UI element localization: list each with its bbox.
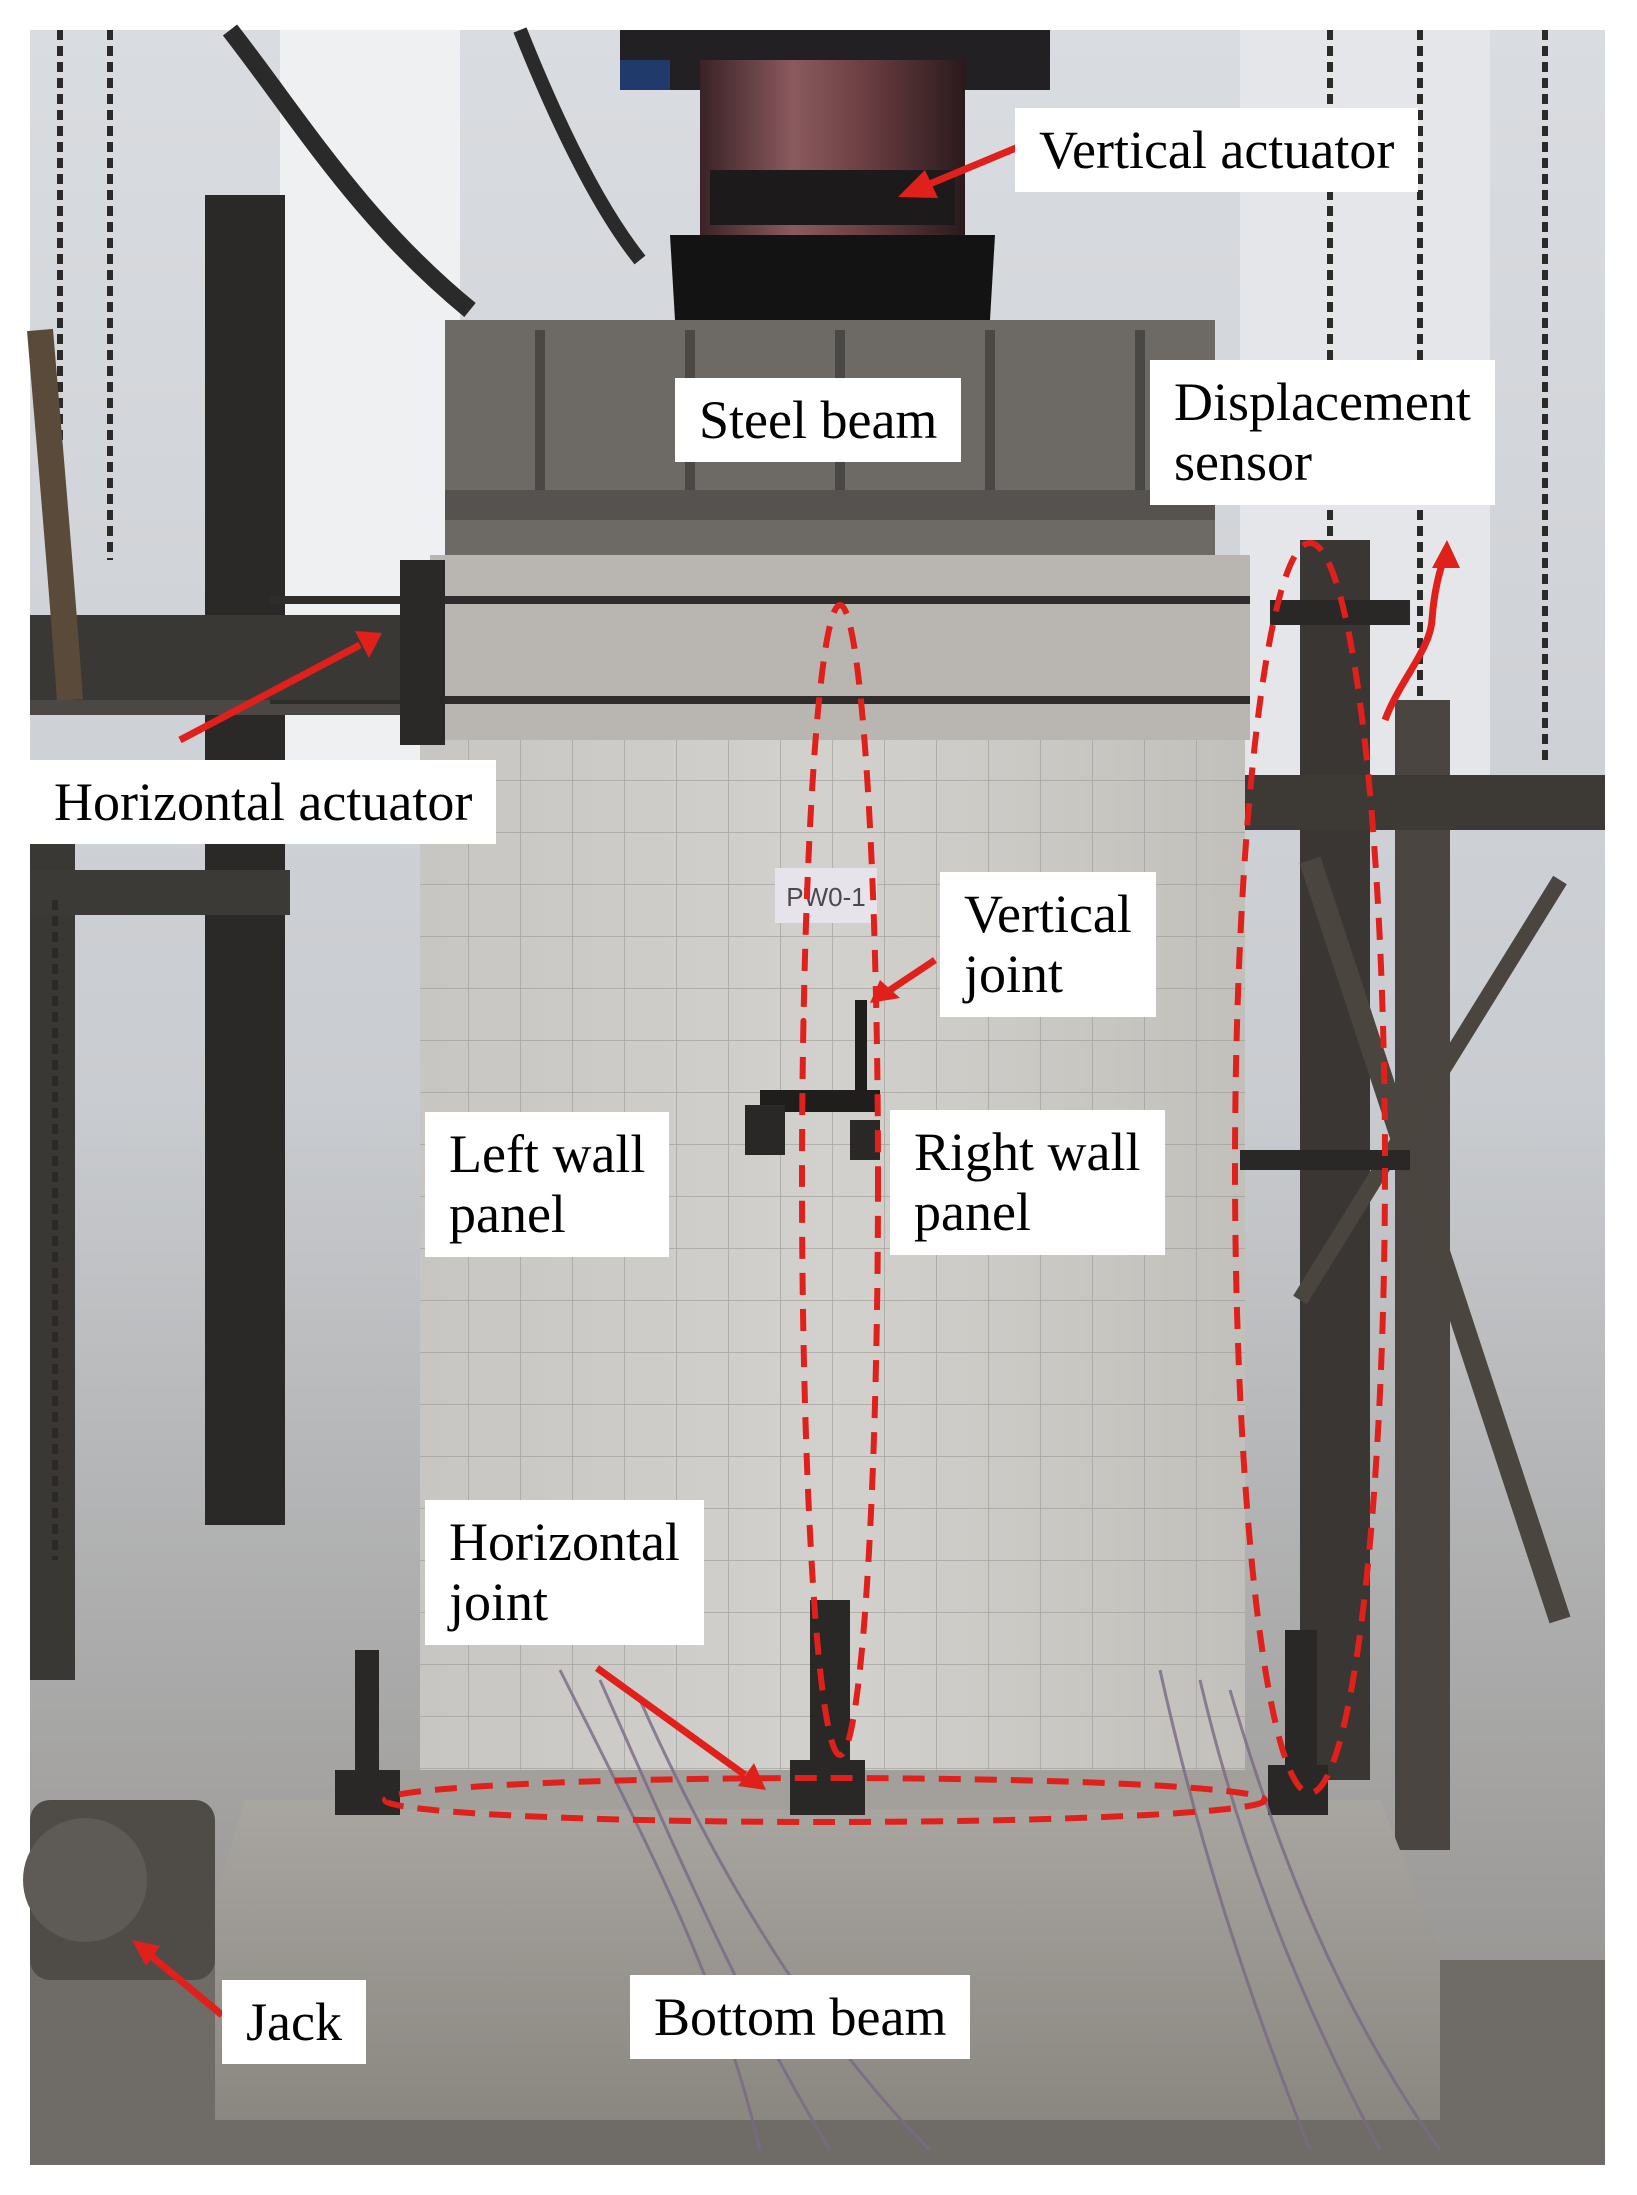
right-frame-brace xyxy=(1299,856,1571,1624)
specimen-tag-text: PW0-1 xyxy=(786,882,865,912)
annotation-overlays xyxy=(382,540,1388,1825)
vertical-actuator-base xyxy=(670,235,995,320)
hydraulic-hose xyxy=(513,27,646,265)
label-vertical-joint-line1: Vertical xyxy=(964,884,1132,944)
label-displacement-sensor: Displacement sensor xyxy=(1150,360,1495,505)
anchor-bolts xyxy=(335,1600,1328,1815)
arrow-vertical-actuator-head xyxy=(898,170,938,198)
label-horizontal-actuator-text: Horizontal actuator xyxy=(54,772,473,832)
bottom-beam xyxy=(215,1800,1440,2120)
arrow-horizontal-actuator-head xyxy=(355,631,382,658)
label-jack: Jack xyxy=(222,1980,366,2065)
vertical-actuator-ring xyxy=(620,60,670,90)
label-vertical-actuator: Vertical actuator xyxy=(1015,108,1419,193)
arrow-jack xyxy=(147,1952,225,2018)
jack-cylinder xyxy=(23,1818,147,1942)
joint-sensor xyxy=(760,1090,880,1112)
label-right-wall-panel-line2: panel xyxy=(914,1182,1031,1243)
arrow-displacement-sensor-head xyxy=(1432,540,1460,568)
arrow-jack-head xyxy=(132,1940,160,1966)
horizontal-joint-outline xyxy=(382,1775,1268,1825)
cap-beam xyxy=(430,555,1250,740)
label-displacement-sensor-line2: sensor xyxy=(1174,432,1312,493)
arrow-horizontal-actuator xyxy=(178,641,362,744)
label-horizontal-actuator: Horizontal actuator xyxy=(30,760,497,845)
horizontal-actuator-body xyxy=(30,615,430,700)
label-right-wall-panel: Right wall panel xyxy=(890,1110,1165,1255)
right-frame-brace xyxy=(1293,875,1567,1305)
displacement-sensor-bracket xyxy=(1240,1150,1410,1170)
horizontal-actuator-plate xyxy=(400,560,445,745)
label-jack-text: Jack xyxy=(246,1992,342,2052)
label-bottom-beam-text: Bottom beam xyxy=(654,1987,947,2047)
label-horizontal-joint: Horizontal joint xyxy=(425,1500,704,1645)
vertical-actuator-collar xyxy=(710,170,955,225)
label-vertical-joint-line2: joint xyxy=(964,944,1064,1005)
label-vertical-actuator-text: Vertical actuator xyxy=(1039,120,1395,180)
label-bottom-beam: Bottom beam xyxy=(630,1975,971,2060)
displacement-sensor-outline xyxy=(1232,540,1388,1796)
arrow-displacement-sensor xyxy=(1381,553,1449,722)
label-right-wall-panel-line1: Right wall xyxy=(914,1122,1141,1182)
sensor-wires xyxy=(558,1669,1442,2152)
strap xyxy=(27,328,83,701)
steel-beam-flange xyxy=(445,490,1215,520)
hydraulic-hose xyxy=(222,24,476,317)
label-horizontal-joint-line1: Horizontal xyxy=(449,1512,680,1572)
label-displacement-sensor-line1: Displacement xyxy=(1174,372,1471,432)
arrow-vertical-joint-head xyxy=(870,980,900,1003)
joint-sensor-clamp xyxy=(745,1105,785,1155)
label-left-wall-panel: Left wall panel xyxy=(425,1112,670,1257)
label-left-wall-panel-line1: Left wall xyxy=(449,1124,646,1184)
arrow-horizontal-joint xyxy=(594,1665,748,1778)
label-left-wall-panel-line2: panel xyxy=(449,1184,566,1245)
label-vertical-joint: Vertical joint xyxy=(940,872,1156,1017)
vertical-joint-outline xyxy=(799,602,881,1758)
label-horizontal-joint-line2: joint xyxy=(449,1572,549,1633)
label-steel-beam-text: Steel beam xyxy=(699,390,938,450)
left-frame-column xyxy=(205,195,285,1525)
label-steel-beam: Steel beam xyxy=(675,378,962,463)
joint-sensor-rod xyxy=(855,1000,867,1110)
left-frame-crossbeam xyxy=(30,870,290,915)
arrow-horizontal-joint-head xyxy=(738,1763,766,1790)
arrow-vertical-joint xyxy=(888,957,937,993)
specimen-tag xyxy=(775,868,877,923)
